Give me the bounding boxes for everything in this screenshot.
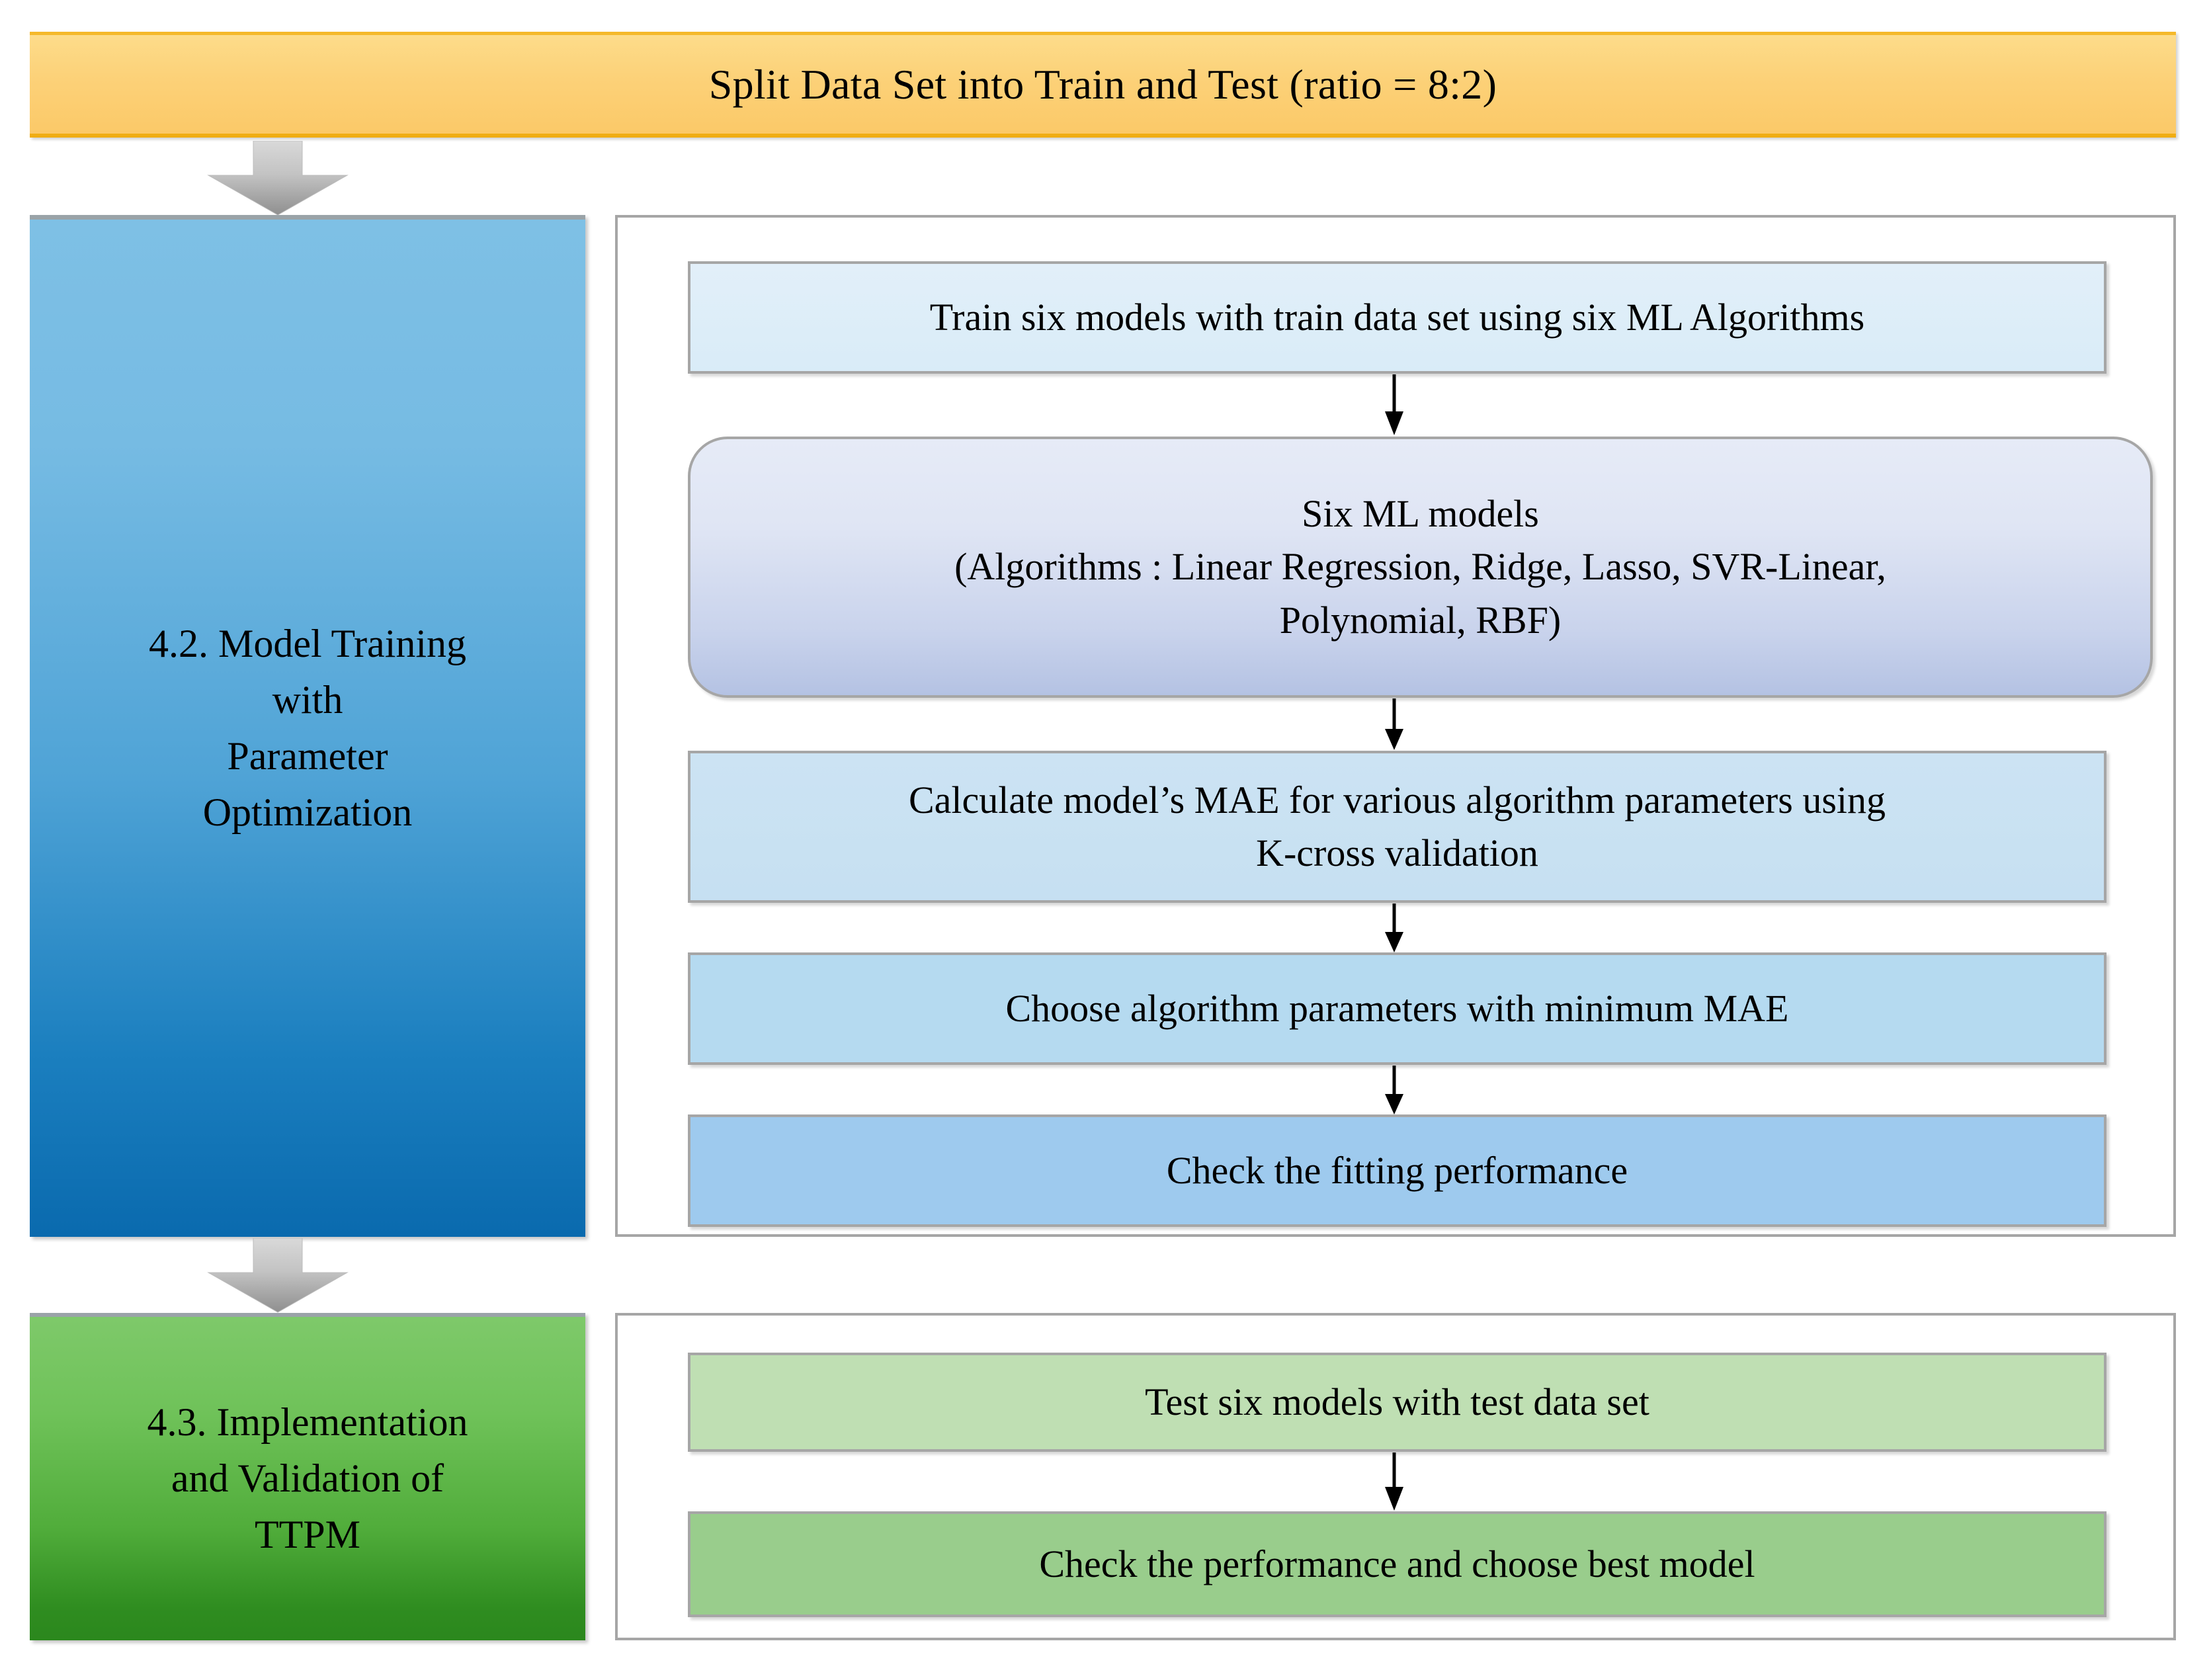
step-choose-parameters-label: Choose algorithm parameters with minimum… (1005, 986, 1789, 1030)
down-arrow-icon-models-to-mae (1380, 698, 1409, 750)
step-choose-best-model-label: Check the performance and choose best mo… (1039, 1542, 1755, 1585)
down-block-arrow-icon-training-to-validation (185, 1238, 370, 1314)
down-block-arrow-icon-header-to-training (185, 141, 370, 217)
step-six-ml-models: Six ML models (Algorithms : Linear Regre… (688, 437, 2153, 698)
step-check-fitting: Check the fitting performance (688, 1114, 2107, 1227)
step-test-models-label: Test six models with test data set (1145, 1380, 1649, 1423)
section-panel-label-model-training: 4.2. Model Training with Parameter Optim… (148, 621, 467, 835)
step-six-ml-models-label: Six ML models (Algorithms : Linear Regre… (954, 492, 1886, 642)
section-panel-model-training: 4.2. Model Training with Parameter Optim… (30, 215, 585, 1237)
section-panel-implementation-validation: 4.3. Implementation and Validation of TT… (30, 1313, 585, 1640)
section-panel-label-implementation-validation: 4.3. Implementation and Validation of TT… (147, 1400, 468, 1557)
step-calculate-mae-label: Calculate model’s MAE for various algori… (908, 778, 1886, 874)
step-calculate-mae: Calculate model’s MAE for various algori… (688, 751, 2107, 903)
step-test-models: Test six models with test data set (688, 1353, 2107, 1452)
step-choose-best-model: Check the performance and choose best mo… (688, 1511, 2107, 1617)
down-arrow-icon-train-to-models (1380, 374, 1409, 435)
step-train-models-label: Train six models with train data set usi… (929, 295, 1865, 339)
header-label: Split Data Set into Train and Test (rati… (708, 60, 1497, 108)
step-check-fitting-label: Check the fitting performance (1166, 1148, 1628, 1192)
step-train-models: Train six models with train data set usi… (688, 261, 2107, 374)
down-arrow-icon-mae-to-choose (1380, 903, 1409, 952)
step-choose-parameters: Choose algorithm parameters with minimum… (688, 952, 2107, 1065)
down-arrow-icon-choose-to-fitting (1380, 1066, 1409, 1114)
header-split-dataset-box: Split Data Set into Train and Test (rati… (30, 32, 2176, 138)
down-arrow-icon-test-to-best (1380, 1452, 1409, 1511)
